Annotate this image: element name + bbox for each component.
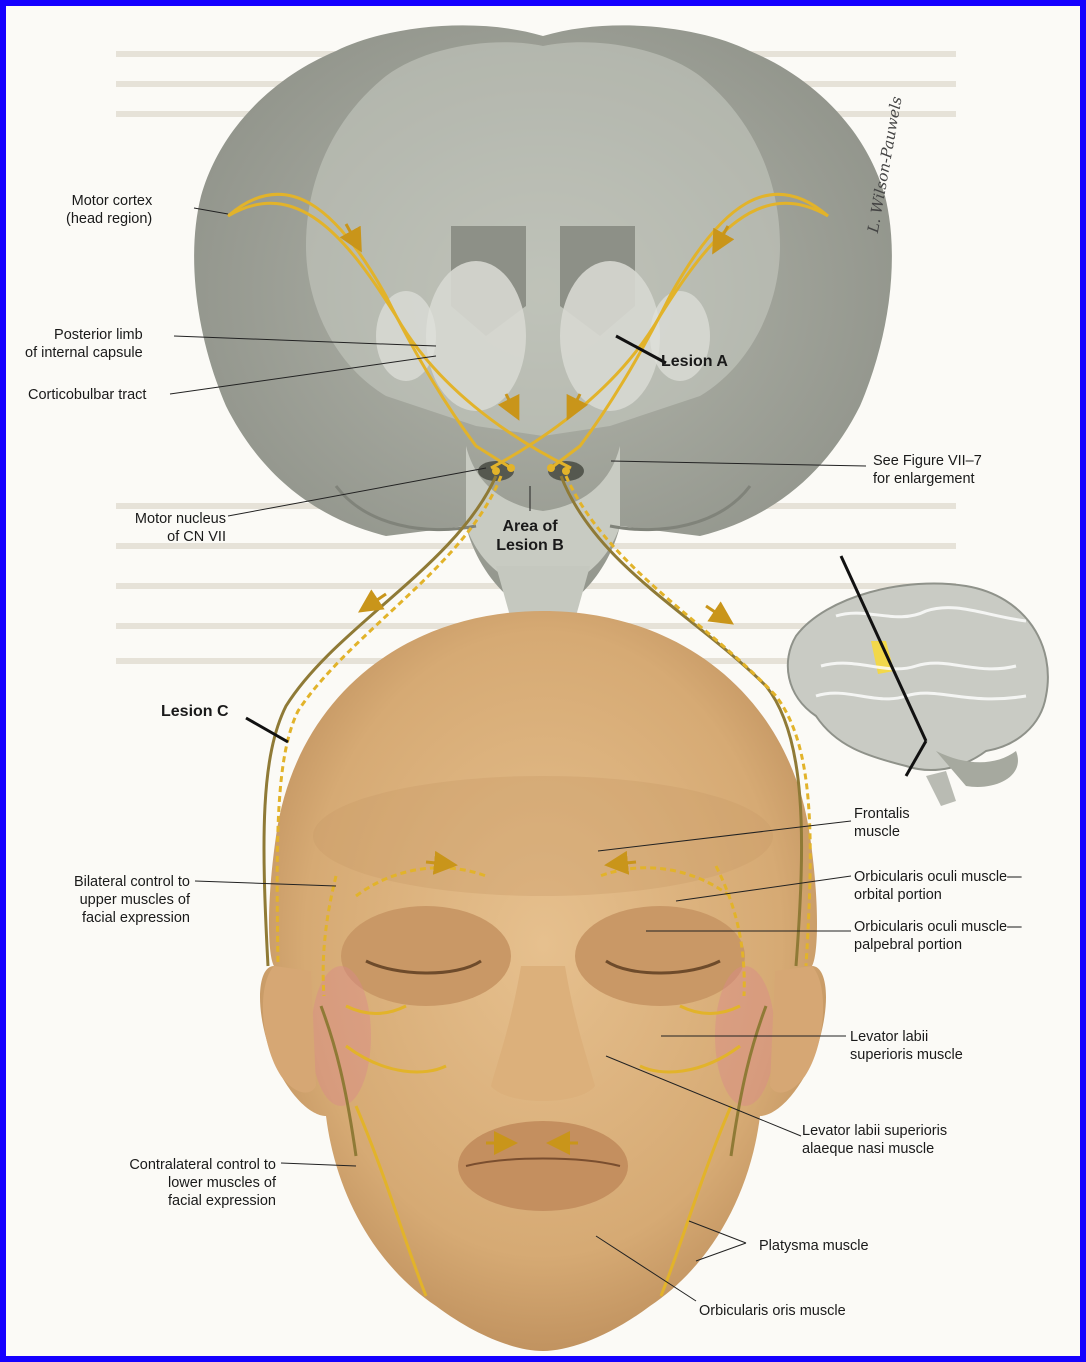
label-lesion-a: Lesion A xyxy=(661,352,728,371)
label-oculi-orbital: Orbicularis oculi muscle—orbital portion xyxy=(854,868,1022,904)
label-lesion-c: Lesion C xyxy=(161,702,229,721)
lateral-brain-inset xyxy=(788,583,1048,806)
label-oculi-palpebral: Orbicularis oculi muscle—palpebral porti… xyxy=(854,918,1022,954)
label-platysma: Platysma muscle xyxy=(759,1237,869,1255)
label-motor-cortex: Motor cortex(head region) xyxy=(66,192,152,228)
label-orbicularis-oris: Orbicularis oris muscle xyxy=(699,1302,846,1320)
label-corticobulbar-tract: Corticobulbar tract xyxy=(28,386,146,404)
figure-frame: Motor cortex(head region) Posterior limb… xyxy=(6,6,1080,1356)
face-muscles-illustration xyxy=(260,611,826,1351)
